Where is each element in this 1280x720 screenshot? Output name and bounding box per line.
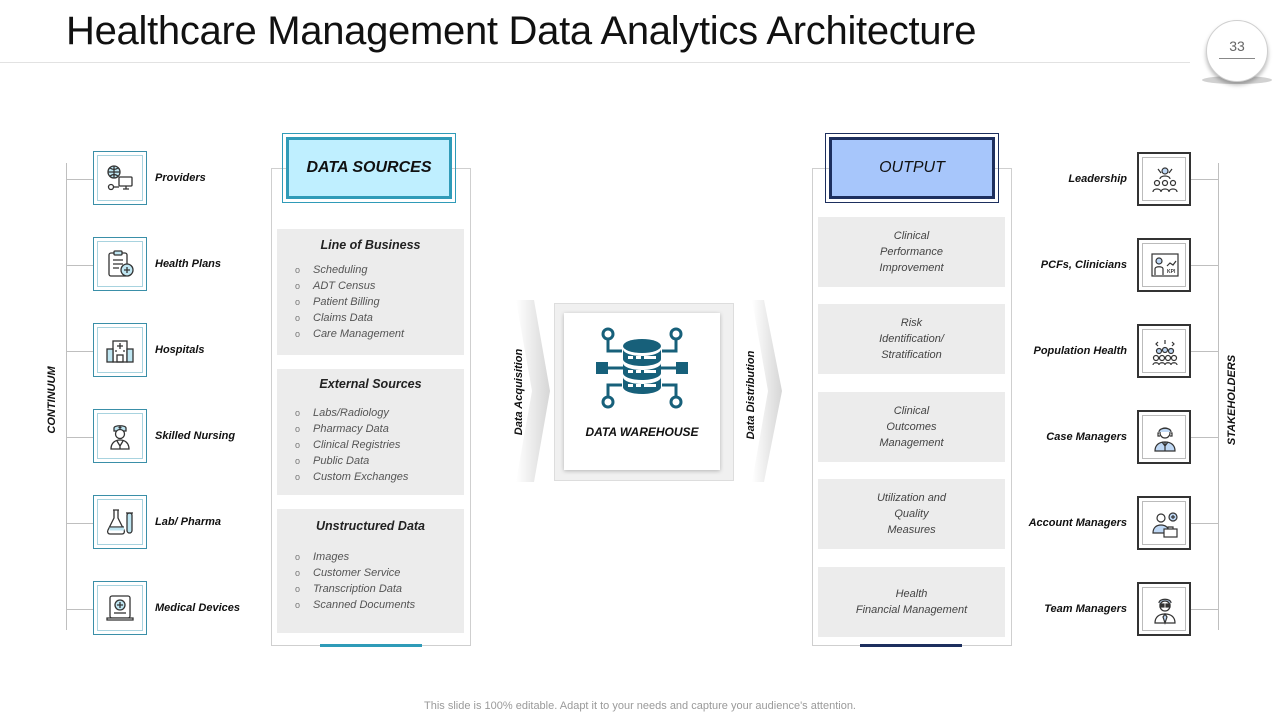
stakeholder-item-account-managers bbox=[1137, 496, 1191, 550]
hospital-building-icon bbox=[106, 340, 134, 363]
kpi-presentation-icon: KPI bbox=[1151, 253, 1179, 277]
acquisition-arrow bbox=[516, 300, 550, 482]
stakeholders-spine bbox=[1218, 163, 1219, 630]
data-sources-header: DATA SOURCES bbox=[282, 133, 456, 203]
source-group-title: External Sources bbox=[319, 377, 422, 391]
stakeholder-item-label: Team Managers bbox=[1044, 603, 1127, 615]
source-group-title: Line of Business bbox=[320, 238, 421, 252]
stakeholder-item-label: Case Managers bbox=[1046, 431, 1127, 443]
output-item-utilization-quality: Utilization and Quality Measures bbox=[818, 479, 1005, 549]
stakeholder-connector bbox=[1191, 437, 1218, 438]
stakeholder-item-label: Population Health bbox=[1033, 345, 1128, 357]
account-manager-icon bbox=[1152, 512, 1178, 538]
stakeholder-connector bbox=[1191, 351, 1218, 352]
stakeholders-label: STAKEHOLDERS bbox=[1226, 354, 1238, 446]
continuum-connector bbox=[66, 609, 93, 610]
stakeholder-item-label: Leadership bbox=[1068, 173, 1127, 185]
continuum-item-lab-pharma bbox=[93, 495, 147, 549]
data-distribution-label: Data Distribution bbox=[745, 350, 757, 440]
output-item-risk-identification: Risk Identification/ Stratification bbox=[818, 304, 1005, 374]
data-warehouse-card: DATA WAREHOUSE bbox=[564, 313, 720, 470]
continuum-item-label: Skilled Nursing bbox=[155, 430, 236, 442]
stakeholder-item-label: PCFs, Clinicians bbox=[1040, 259, 1127, 271]
stakeholder-item-leadership bbox=[1137, 152, 1191, 206]
stakeholder-connector bbox=[1191, 523, 1218, 524]
stakeholder-connector bbox=[1191, 265, 1218, 266]
stakeholder-connector bbox=[1191, 609, 1218, 610]
continuum-item-label: Hospitals bbox=[155, 344, 205, 356]
stakeholder-item-pcfs-clinicians: KPI bbox=[1137, 238, 1191, 292]
page-title: Healthcare Management Data Analytics Arc… bbox=[66, 9, 977, 53]
database-network-icon bbox=[596, 327, 688, 409]
clipboard-plan-icon bbox=[108, 250, 134, 277]
stakeholder-item-population-health bbox=[1137, 324, 1191, 378]
continuum-item-health-plans bbox=[93, 237, 147, 291]
stakeholder-connector bbox=[1191, 179, 1218, 180]
stakeholder-item-team-managers bbox=[1137, 582, 1191, 636]
continuum-connector bbox=[66, 523, 93, 524]
continuum-label: CONTINUUM bbox=[46, 366, 58, 434]
continuum-item-medical-devices bbox=[93, 581, 147, 635]
source-group-title: Unstructured Data bbox=[315, 519, 426, 533]
page-number-underline bbox=[1219, 58, 1255, 59]
lab-flask-icon bbox=[106, 509, 133, 535]
nurse-icon bbox=[110, 425, 130, 450]
continuum-item-label: Providers bbox=[155, 172, 206, 184]
output-accent-bar bbox=[860, 644, 962, 647]
continuum-item-label: Medical Devices bbox=[155, 602, 240, 614]
population-group-icon bbox=[1152, 340, 1178, 366]
leadership-team-icon bbox=[1152, 167, 1178, 193]
continuum-item-label: Health Plans bbox=[155, 258, 222, 270]
page-number-badge: 33 bbox=[1206, 20, 1268, 82]
title-divider bbox=[0, 62, 1190, 63]
output-item-clinical-outcomes: Clinical Outcomes Management bbox=[818, 392, 1005, 462]
network-globe-icon bbox=[107, 165, 133, 191]
continuum-connector bbox=[66, 179, 93, 180]
continuum-item-hospitals bbox=[93, 323, 147, 377]
case-manager-icon bbox=[1154, 427, 1176, 452]
stakeholder-item-case-managers bbox=[1137, 410, 1191, 464]
continuum-connector bbox=[66, 265, 93, 266]
svg-text:KPI: KPI bbox=[1167, 269, 1176, 275]
data-sources-accent-bar bbox=[320, 644, 422, 647]
output-item-health-financial: Health Financial Management bbox=[818, 567, 1005, 637]
continuum-item-label: Lab/ Pharma bbox=[155, 516, 222, 528]
stakeholder-item-label: Account Managers bbox=[1028, 517, 1127, 529]
distribution-arrow bbox=[752, 300, 782, 482]
footer-note: This slide is 100% editable. Adapt it to… bbox=[424, 700, 856, 712]
continuum-connector bbox=[66, 351, 93, 352]
team-manager-icon bbox=[1154, 598, 1176, 625]
continuum-item-skilled-nursing bbox=[93, 409, 147, 463]
continuum-connector bbox=[66, 437, 93, 438]
data-acquisition-label: Data Acquisition bbox=[513, 348, 525, 436]
medical-tablet-icon bbox=[106, 595, 134, 621]
output-header: OUTPUT bbox=[825, 133, 999, 203]
continuum-spine bbox=[66, 163, 67, 630]
page-number: 33 bbox=[1229, 38, 1245, 54]
data-warehouse-label: DATA WAREHOUSE bbox=[585, 425, 699, 439]
continuum-item-providers bbox=[93, 151, 147, 205]
output-item-clinical-performance: Clinical Performance Improvement bbox=[818, 217, 1005, 287]
